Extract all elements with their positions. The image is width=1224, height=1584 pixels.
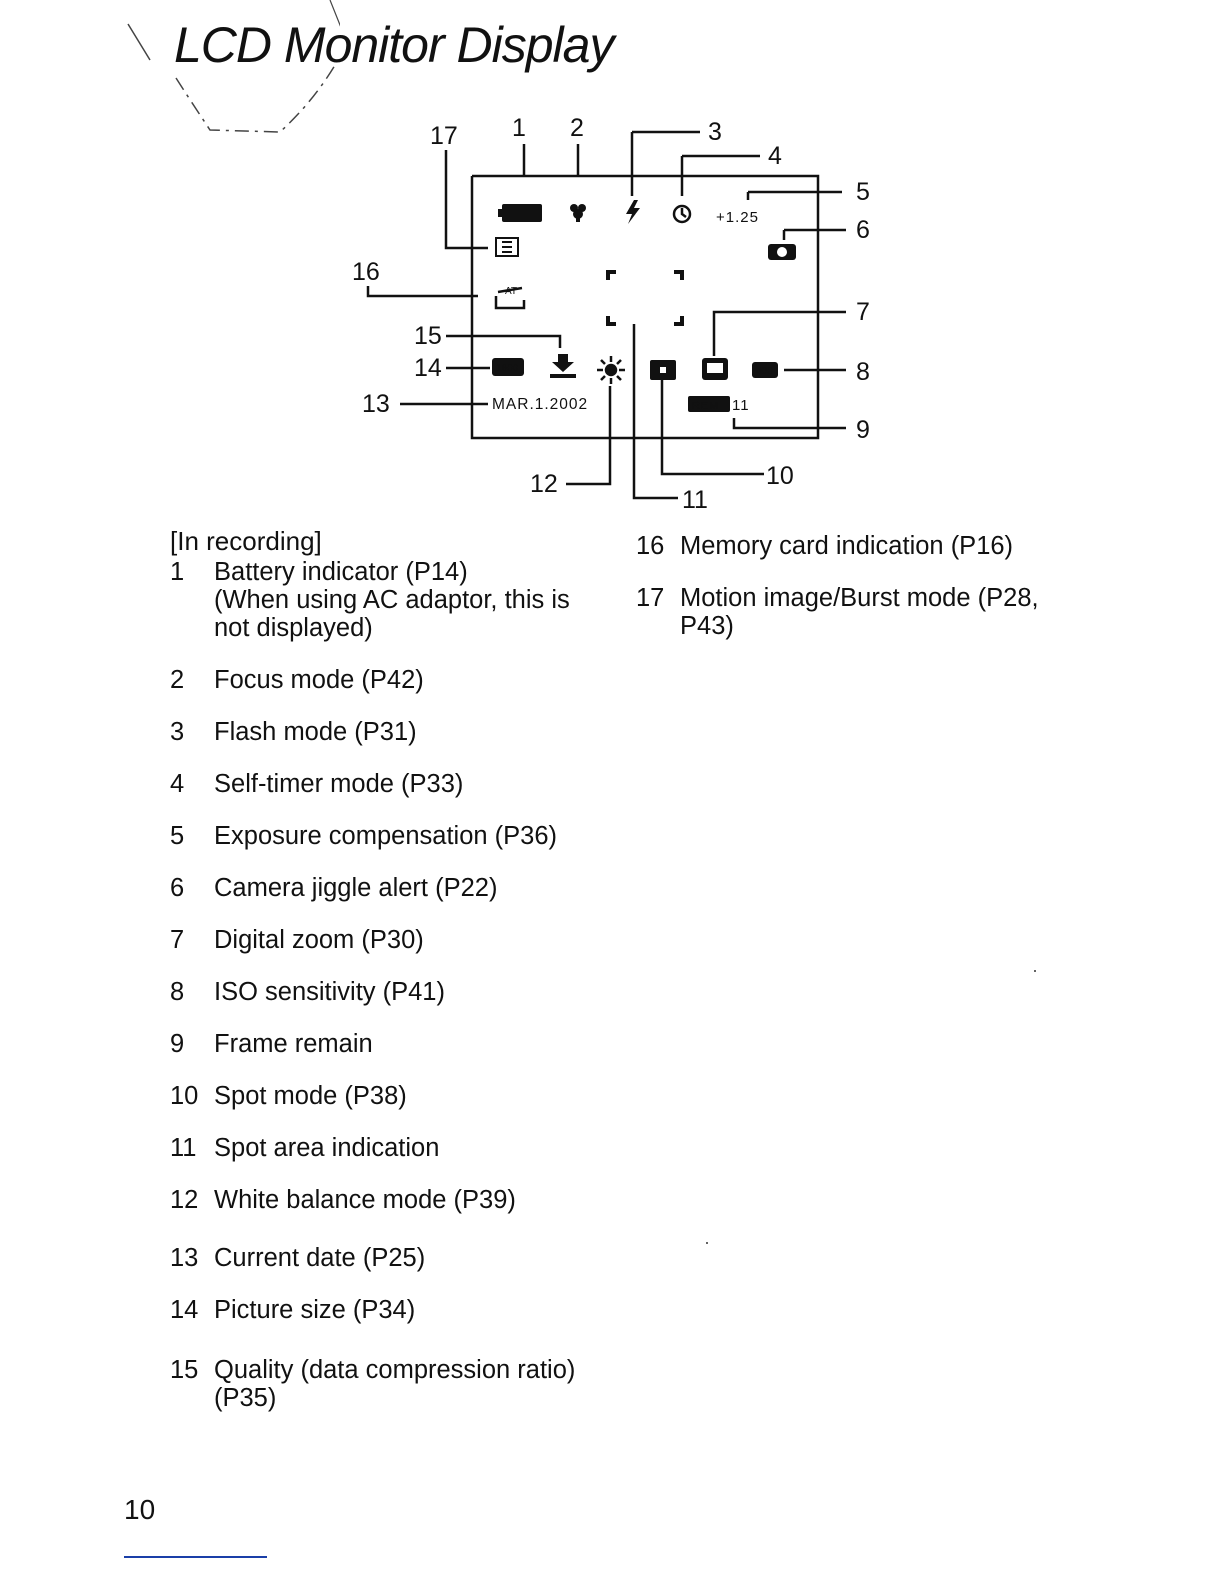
jiggle-alert-icon: [768, 244, 796, 260]
item-number: 12: [170, 1186, 199, 1214]
callout-11: 11: [682, 486, 708, 514]
svg-text:AT: AT: [505, 286, 517, 297]
list-item-1: 1 Battery indicator (P14) (When using AC…: [170, 558, 570, 642]
flash-icon: [626, 200, 640, 224]
list-item-2: 2 Focus mode (P42): [170, 666, 424, 694]
item-number: 8: [170, 978, 185, 1006]
list-item-9: 9 Frame remain: [170, 1030, 373, 1058]
white-balance-icon: [597, 356, 625, 384]
spot-mode-icon: [650, 360, 676, 380]
burst-mode-icon: [495, 237, 519, 257]
item-number: 13: [170, 1244, 199, 1272]
list-item-17: 17 Motion image/Burst mode (P28, P43): [636, 584, 1039, 640]
callout-8: 8: [856, 358, 870, 386]
list-item-4: 4 Self-timer mode (P33): [170, 770, 463, 798]
section-label: [In recording]: [170, 526, 322, 556]
iso-icon: 400: [752, 362, 778, 378]
list-item-13: 13 Current date (P25): [170, 1244, 425, 1272]
callout-12: 12: [530, 470, 558, 498]
callout-3: 3: [708, 118, 722, 146]
picture-size-icon: 1600: [492, 358, 524, 376]
item-text: Digital zoom (P30): [214, 926, 424, 954]
item-text: White balance mode (P39): [214, 1186, 516, 1214]
item-text: Spot area indication: [214, 1134, 440, 1162]
item-text: Memory card indication (P16): [680, 532, 1014, 560]
callout-14: 14: [414, 354, 442, 382]
svg-text:11: 11: [732, 397, 750, 414]
callout-10: 10: [766, 462, 794, 490]
page-number: 10: [124, 1494, 156, 1525]
callout-17: 17: [430, 122, 458, 150]
item-text: Camera jiggle alert (P22): [214, 874, 498, 902]
focus-icon: [570, 204, 586, 222]
callout-2: 2: [570, 114, 584, 142]
callout-7: 7: [856, 298, 870, 326]
list-item-14: 14 Picture size (P34): [170, 1296, 415, 1324]
item-text: Exposure compensation (P36): [214, 822, 558, 850]
list-item-6: 6 Camera jiggle alert (P22): [170, 874, 497, 902]
item-number: 10: [170, 1082, 199, 1110]
item-text: Motion image/Burst mode (P28, P43): [680, 584, 1039, 640]
item-text: Picture size (P34): [214, 1296, 416, 1324]
callout-1: 1: [512, 114, 526, 142]
list-item-11: 11 Spot area indication: [170, 1134, 439, 1162]
list-item-12: 12 White balance mode (P39): [170, 1186, 516, 1214]
item-text: Battery indicator (P14) (When using AC a…: [214, 558, 570, 642]
svg-text:1600: 1600: [496, 363, 519, 374]
memory-card-icon: AT: [494, 286, 526, 310]
item-text: Spot mode (P38): [214, 1082, 407, 1110]
callout-16: 16: [352, 258, 380, 286]
item-number: 2: [170, 666, 185, 694]
item-text: Focus mode (P42): [214, 666, 424, 694]
list-item-16: 16 Memory card indication (P16): [636, 532, 1013, 560]
lcd-monitor-diagram: +1.25 AT 1600 400 MAR.1.2002 REM: [352, 114, 870, 514]
frame-remain-indicator: REM 11: [688, 396, 750, 414]
footer-rule: [124, 1556, 267, 1558]
list-item-7: 7 Digital zoom (P30): [170, 926, 424, 954]
list-item-8: 8 ISO sensitivity (P41): [170, 978, 445, 1006]
self-timer-icon: [672, 204, 692, 224]
item-number: 6: [170, 874, 185, 902]
item-number: 15: [170, 1356, 199, 1384]
callout-9: 9: [856, 416, 870, 444]
item-number: 11: [170, 1134, 197, 1162]
item-number: 7: [170, 926, 185, 954]
item-text: Frame remain: [214, 1030, 373, 1058]
item-number: 1: [170, 558, 185, 586]
item-number: 4: [170, 770, 185, 798]
scan-speck: [706, 1242, 708, 1244]
callout-4: 4: [768, 142, 782, 170]
item-text: Quality (data compression ratio) (P35): [214, 1356, 576, 1412]
quality-icon: [550, 354, 576, 378]
svg-text:400: 400: [756, 366, 773, 377]
item-text: Flash mode (P31): [214, 718, 417, 746]
item-number: 3: [170, 718, 185, 746]
item-number: 17: [636, 584, 665, 612]
item-text: ISO sensitivity (P41): [214, 978, 445, 1006]
page-title: LCD Monitor Display: [174, 17, 614, 73]
item-number: 16: [636, 532, 665, 560]
list-item-15: 15 Quality (data compression ratio) (P35…: [170, 1356, 575, 1412]
callout-5: 5: [856, 178, 870, 206]
svg-text:REM: REM: [692, 400, 719, 412]
battery-icon: [502, 204, 542, 222]
current-date: MAR.1.2002: [492, 396, 588, 413]
item-number: 14: [170, 1296, 199, 1324]
list-item-3: 3 Flash mode (P31): [170, 718, 417, 746]
scan-speck: [1034, 970, 1036, 972]
item-text: Self-timer mode (P33): [214, 770, 464, 798]
callout-15: 15: [414, 322, 442, 350]
item-number: 9: [170, 1030, 185, 1058]
digital-zoom-icon: [702, 358, 728, 380]
item-text: Current date (P25): [214, 1244, 426, 1272]
exposure-value: +1.25: [716, 209, 759, 226]
list-item-10: 10 Spot mode (P38): [170, 1082, 407, 1110]
item-number: 5: [170, 822, 185, 850]
focus-area-brackets: [606, 270, 684, 326]
callout-6: 6: [856, 216, 870, 244]
list-item-5: 5 Exposure compensation (P36): [170, 822, 557, 850]
callout-13: 13: [362, 390, 390, 418]
title-decoration: [127, 0, 340, 133]
